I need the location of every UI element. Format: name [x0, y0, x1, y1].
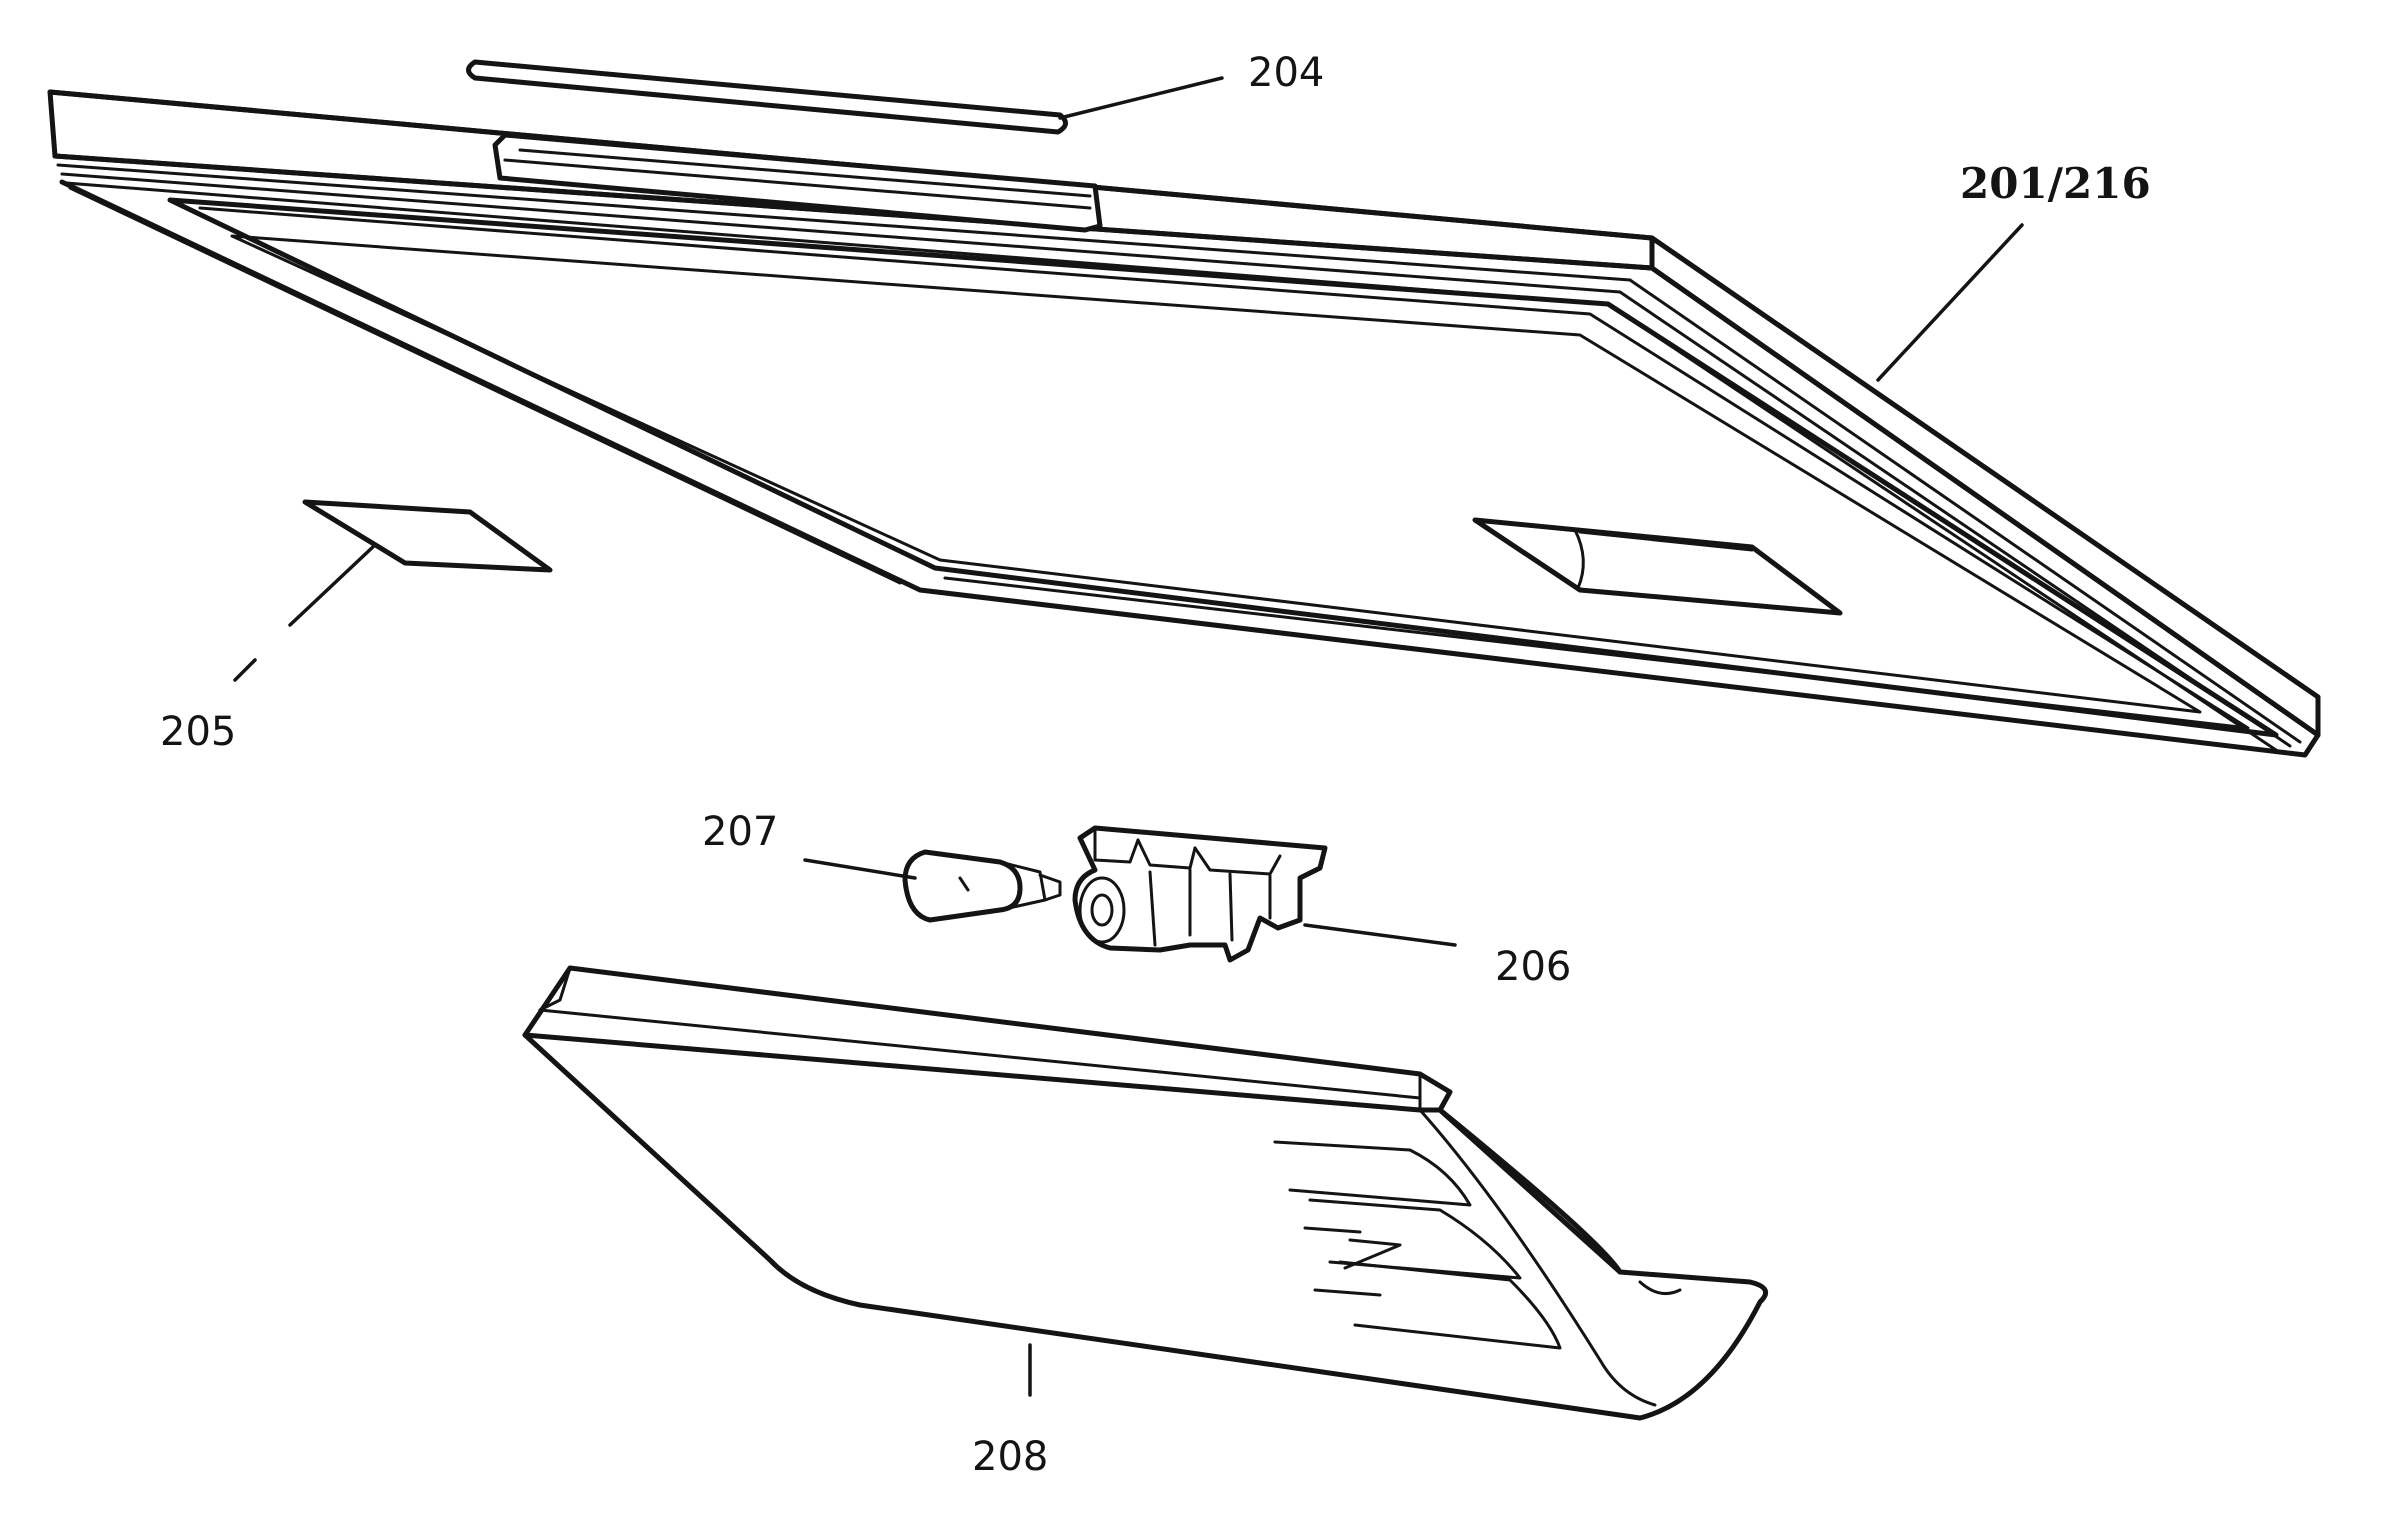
label-208: 208: [972, 1434, 1048, 1480]
leader-206: [1303, 923, 1457, 947]
label-206: 206: [1495, 944, 1571, 990]
leader-204: [1058, 76, 1224, 120]
label-207: 207: [702, 809, 778, 855]
part-207-bulb: [902, 849, 1062, 923]
leader-207: [803, 858, 917, 880]
leader-205: [233, 543, 377, 682]
part-208-tray: [522, 965, 1769, 1421]
part-205-sheet: [302, 499, 553, 573]
label-204: 204: [1248, 50, 1324, 96]
label-205: 205: [160, 709, 236, 755]
part-204-strip: [466, 59, 1068, 135]
part-206-socket: [1072, 825, 1328, 963]
leader-201-216: [1876, 223, 2024, 382]
label-201-216: 201/216: [1960, 159, 2151, 208]
leader-lines: [233, 76, 2024, 1397]
part-201-216-panel: [47, 89, 2321, 758]
